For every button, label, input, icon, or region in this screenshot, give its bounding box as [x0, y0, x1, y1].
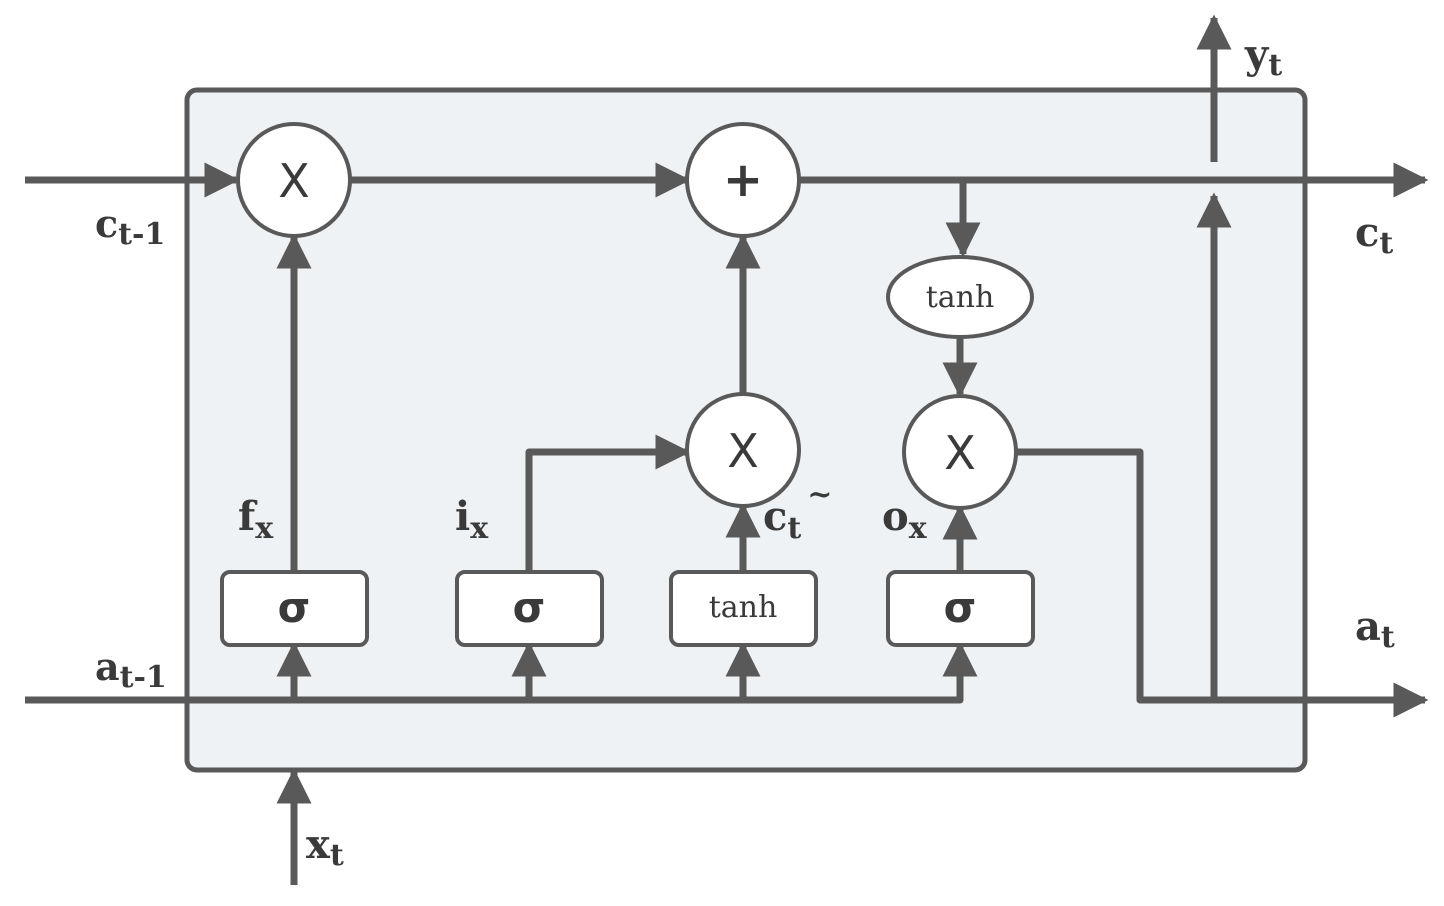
candidate-gate-label: ct~ — [763, 477, 832, 546]
input-multiply-symbol: X — [727, 424, 759, 478]
c-output-label: ct — [1355, 209, 1393, 261]
forget-gate-label: fx — [238, 493, 274, 546]
a-prev-line — [25, 641, 978, 704]
a-out-line — [1016, 448, 1429, 718]
a-output-label: at — [1355, 603, 1395, 655]
connections — [25, 14, 1429, 885]
forget-multiply-node: X — [236, 122, 352, 238]
cell-tanh-label: tanh — [926, 280, 995, 315]
c-prev-label: ct-1 — [95, 201, 165, 252]
cell-add-node: + — [685, 122, 801, 238]
output-gate-label: ox — [882, 493, 928, 546]
input-gate-activation: σ — [513, 583, 546, 632]
forget-gate-box: σ — [220, 570, 369, 647]
input-multiply-node: X — [685, 392, 801, 508]
input-gate-box: σ — [455, 570, 604, 647]
output-multiply-symbol: X — [944, 426, 976, 480]
output-multiply-node: X — [902, 394, 1018, 510]
candidate-gate-activation: tanh — [709, 590, 778, 625]
forget-gate-activation: σ — [278, 583, 311, 632]
a-prev-label: at-1 — [95, 644, 167, 695]
cell-tanh-node: tanh — [886, 255, 1034, 339]
cell-add-symbol: + — [723, 152, 763, 208]
x-input-label: xt — [306, 821, 344, 873]
input-gate-line — [525, 434, 691, 572]
y-output-label: yt — [1244, 31, 1282, 83]
output-gate-box: σ — [886, 570, 1035, 647]
output-gate-activation: σ — [944, 583, 977, 632]
candidate-gate-box: tanh — [669, 570, 818, 647]
forget-multiply-symbol: X — [278, 154, 310, 208]
input-gate-label: ix — [455, 493, 489, 546]
